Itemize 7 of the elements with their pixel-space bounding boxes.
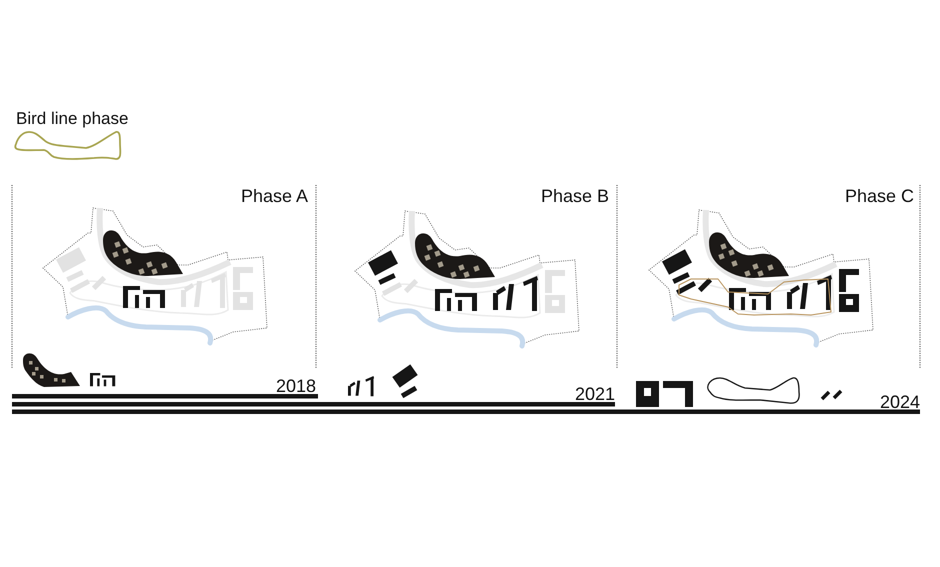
phase-title: Phase C: [844, 189, 914, 203]
year-label: 2018: [276, 379, 316, 393]
year-label: 2024: [880, 395, 920, 409]
phase-title: Phase A: [240, 189, 308, 203]
year-label: 2021: [574, 387, 615, 401]
legend-text: Bird line phase: [16, 110, 128, 127]
phase-title: Phase B: [540, 189, 609, 203]
